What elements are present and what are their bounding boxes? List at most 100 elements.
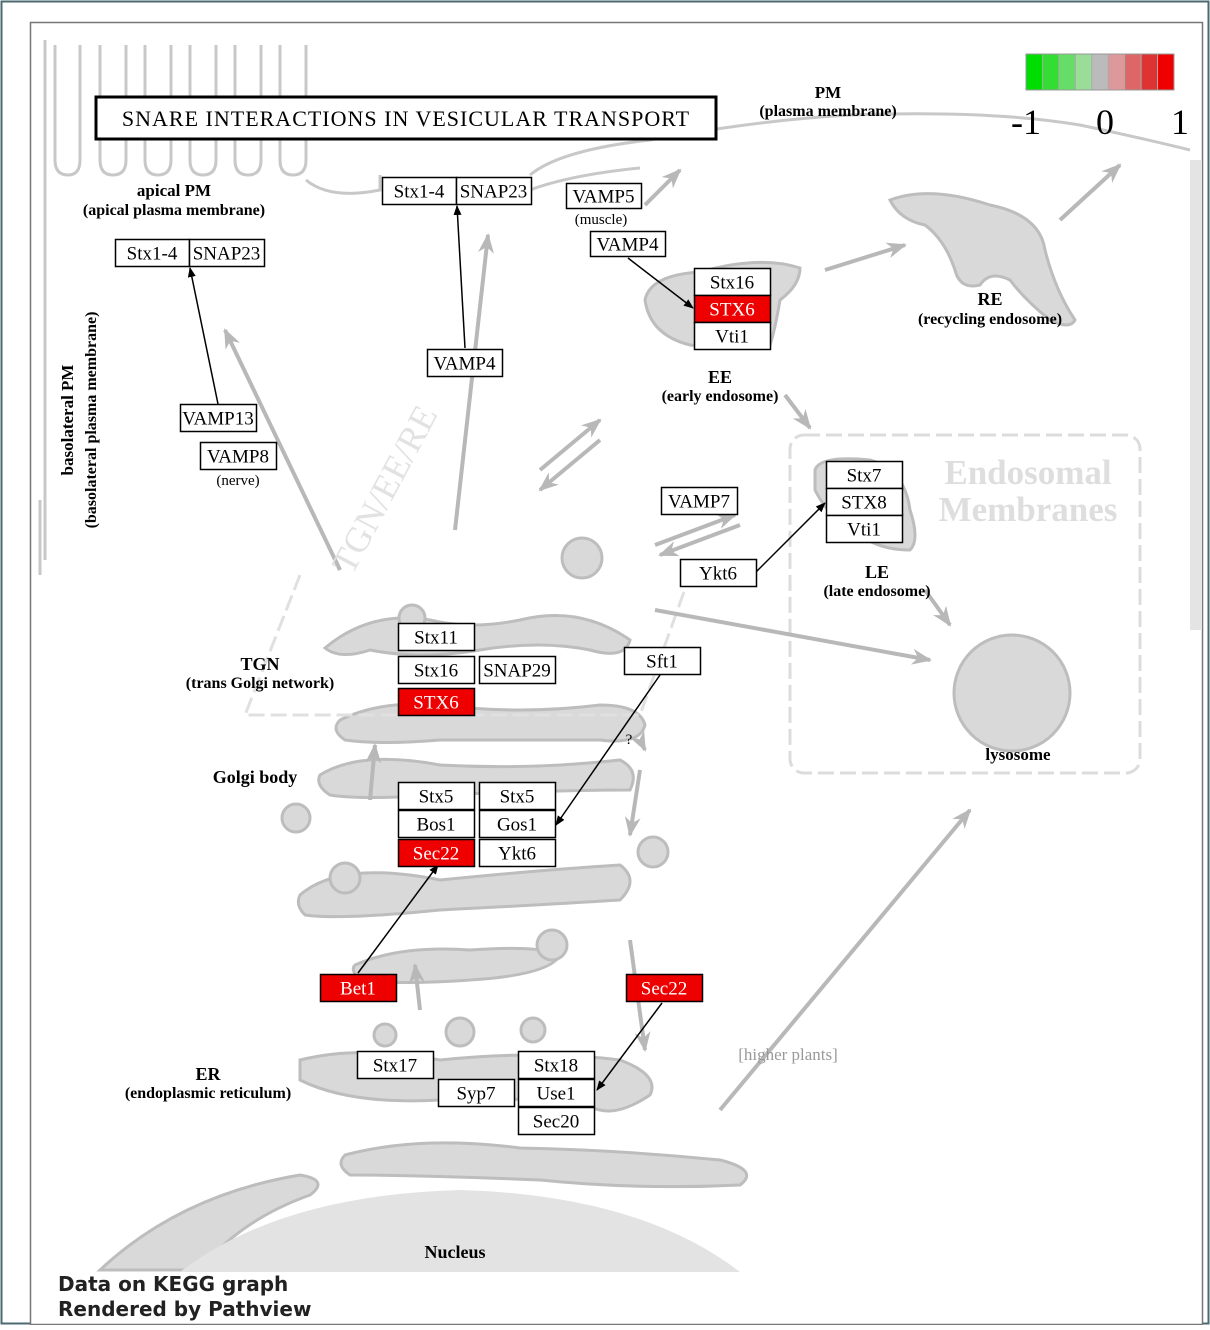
label-le: LE [865, 562, 889, 582]
gene-node-stx5[interactable]: Stx5 [399, 783, 475, 810]
gene-node-bet1[interactable]: Bet1 [321, 975, 397, 1002]
gene-label: VAMP4 [597, 235, 659, 256]
gene-label: Vti1 [715, 327, 749, 348]
gene-label: VAMP5 [573, 187, 635, 208]
gene-node-snap23[interactable]: SNAP23 [190, 240, 265, 267]
gene-label: Sec22 [413, 844, 459, 865]
legend-swatch [1092, 54, 1109, 90]
label-re: RE [977, 289, 1002, 309]
footer: Data on KEGG graph Rendered by Pathview [58, 1272, 311, 1322]
gene-label: Stx5 [419, 787, 454, 808]
gene-node-bos1[interactable]: Bos1 [399, 811, 475, 838]
gene-label: Bet1 [340, 979, 376, 1000]
gene-node-syp7[interactable]: Syp7 [439, 1080, 515, 1107]
gene-node-stx1-4[interactable]: Stx1-4 [383, 178, 457, 205]
gene-label: Stx1-4 [394, 182, 445, 203]
gene-node-vamp13[interactable]: VAMP13 [181, 405, 257, 432]
gene-node-sec22[interactable]: Sec22 [399, 840, 475, 867]
gene-node-vamp7[interactable]: VAMP7 [662, 488, 738, 515]
gene-node-sec20[interactable]: Sec20 [519, 1108, 595, 1135]
gene-label: Stx17 [373, 1056, 417, 1077]
gene-node-stx1-4[interactable]: Stx1-4 [116, 240, 190, 267]
legend-swatch [1125, 54, 1142, 90]
gene-label: STX6 [413, 693, 458, 714]
label-tgn: TGN [240, 654, 279, 674]
label-pm-sub: (plasma membrane) [759, 103, 896, 120]
legend-mid: 0 [1096, 102, 1114, 142]
legend-min: -1 [1011, 102, 1041, 142]
gene-node-stx16[interactable]: Stx16 [695, 269, 771, 296]
gene-node-vamp4[interactable]: VAMP4 [591, 232, 666, 257]
label-tgn-sub: (trans Golgi network) [186, 675, 334, 692]
gene-label: Stx7 [847, 466, 882, 487]
gene-node-stx18[interactable]: Stx18 [519, 1052, 595, 1079]
gene-node-vti1[interactable]: Vti1 [827, 516, 903, 543]
gene-node-snap23[interactable]: SNAP23 [457, 178, 532, 205]
gene-label: SNAP23 [193, 244, 261, 265]
label-re-sub: (recycling endosome) [918, 311, 1062, 328]
scrollbar-track [1190, 160, 1202, 630]
label-lysosome: lysosome [985, 745, 1051, 764]
gene-node-vamp8[interactable]: VAMP8 [201, 443, 277, 470]
gene-label: Ykt6 [699, 564, 737, 585]
gene-node-ykt6[interactable]: Ykt6 [681, 560, 757, 587]
gene-node-vamp4[interactable]: VAMP4 [428, 350, 503, 377]
label-basolateral: basolateral PM [58, 365, 77, 476]
gene-node-stx11[interactable]: Stx11 [399, 624, 475, 651]
label-question: ? [626, 732, 633, 748]
gene-node-vamp5[interactable]: VAMP5 [567, 184, 642, 209]
gene-label: Bos1 [416, 815, 455, 836]
gene-label: Vti1 [847, 520, 881, 541]
label-nucleus: Nucleus [424, 1242, 485, 1262]
gene-label: Syp7 [456, 1084, 495, 1105]
footer-line-1: Data on KEGG graph [58, 1272, 311, 1297]
gene-node-sec22[interactable]: Sec22 [627, 975, 703, 1002]
legend-swatch [1042, 54, 1059, 90]
gene-node-stx7[interactable]: Stx7 [827, 462, 903, 489]
gene-label: Sec22 [641, 979, 687, 1000]
gene-label: Stx1-4 [127, 244, 178, 265]
gene-node-stx16[interactable]: Stx16 [399, 657, 475, 684]
footer-line-2: Rendered by Pathview [58, 1297, 311, 1322]
label-golgi: Golgi body [213, 767, 298, 787]
gene-label: Gos1 [497, 815, 537, 836]
label-endosomal-1: Endosomal [944, 453, 1112, 492]
gene-node-use1[interactable]: Use1 [519, 1080, 595, 1107]
gene-label: Stx16 [710, 273, 754, 294]
gene-node-stx17[interactable]: Stx17 [358, 1052, 434, 1079]
legend-swatch [1075, 54, 1092, 90]
gene-node-sft1[interactable]: Sft1 [625, 648, 701, 675]
label-basolateral-sub: (basolateral plasma membrane) [83, 312, 100, 529]
gene-label: STX8 [841, 493, 886, 514]
gene-label: Use1 [536, 1084, 575, 1105]
diagram-title: SNARE INTERACTIONS IN VESICULAR TRANSPOR… [122, 106, 690, 131]
gene-label: VAMP8 [207, 447, 269, 468]
label-nerve: (nerve) [216, 473, 259, 489]
legend-swatch [1026, 54, 1043, 90]
gene-label: SNAP29 [483, 661, 551, 682]
label-le-sub: (late endosome) [823, 583, 930, 600]
label-muscle: (muscle) [575, 212, 627, 228]
label-higher-plants: [higher plants] [738, 1045, 838, 1064]
gene-node-stx8[interactable]: STX8 [827, 489, 903, 516]
gene-node-stx6[interactable]: STX6 [695, 296, 771, 323]
label-ee: EE [708, 367, 732, 387]
legend-max: 1 [1171, 102, 1189, 142]
gene-node-gos1[interactable]: Gos1 [480, 811, 556, 838]
gene-node-stx5[interactable]: Stx5 [480, 783, 556, 810]
label-apical-sub: (apical plasma membrane) [83, 202, 265, 219]
gene-label: Sec20 [533, 1112, 579, 1133]
gene-label: Stx5 [500, 787, 535, 808]
gene-node-stx6[interactable]: STX6 [399, 689, 475, 716]
label-endosomal-2: Membranes [939, 490, 1118, 529]
gene-label: Sft1 [646, 652, 678, 673]
gene-node-ykt6[interactable]: Ykt6 [480, 840, 556, 867]
gene-node-vti1[interactable]: Vti1 [695, 323, 771, 350]
gene-node-snap29[interactable]: SNAP29 [480, 657, 556, 684]
gene-label: Ykt6 [498, 844, 536, 865]
gene-label: Stx16 [414, 661, 458, 682]
legend-swatch [1141, 54, 1158, 90]
gene-label: VAMP7 [668, 492, 730, 513]
